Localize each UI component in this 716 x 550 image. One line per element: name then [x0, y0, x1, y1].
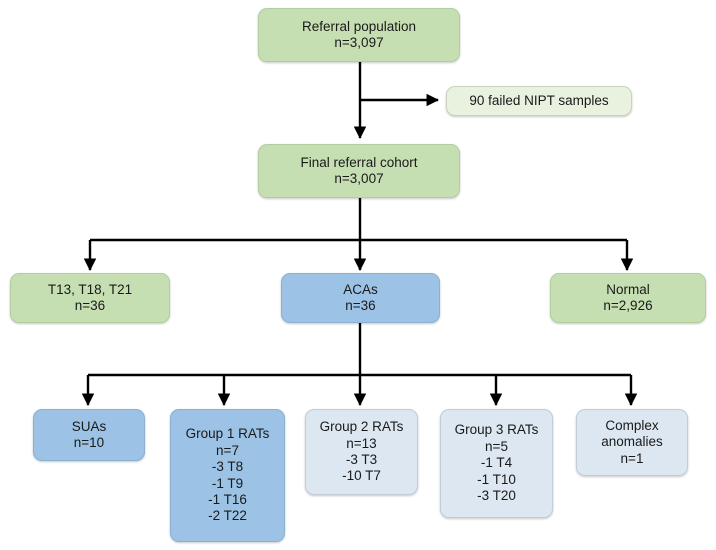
node-detail: -2 T22 [208, 508, 247, 524]
node-detail: -3 T8 [211, 459, 244, 475]
node-count: n=2,926 [603, 298, 653, 313]
node-title: Group 3 RATs [454, 422, 539, 438]
node-detail: -1 T10 [477, 471, 516, 487]
node-title: Group 1 RATs [185, 426, 270, 442]
node-title: Referral population [301, 18, 417, 34]
node-title2: anomalies [601, 434, 663, 450]
node-group2-rats[interactable]: Group 2 RATs n=13 -3 T3 -10 T7 [305, 409, 418, 495]
node-count: n=3,007 [334, 171, 384, 186]
node-suas[interactable]: SUAs n=10 [33, 409, 145, 461]
node-normal[interactable]: Normal n=2,926 [550, 273, 706, 323]
node-title: Final referral cohort [300, 154, 418, 170]
node-group1-rats[interactable]: Group 1 RATs n=7 -3 T8 -1 T9 -1 T16 -2 T… [170, 409, 285, 542]
node-detail: -3 T3 [345, 452, 378, 467]
node-acas[interactable]: ACAs n=36 [281, 273, 440, 323]
node-count: n=10 [73, 435, 105, 450]
node-count: n=3,097 [334, 35, 384, 50]
node-title: 90 failed NIPT samples [469, 92, 609, 108]
node-group3-rats[interactable]: Group 3 RATs n=5 -1 T4 -1 T10 -3 T20 [440, 409, 553, 518]
node-title: ACAs [343, 281, 378, 297]
node-title: Normal [606, 281, 650, 297]
node-referral-population[interactable]: Referral population n=3,097 [258, 8, 460, 62]
node-detail: -1 T4 [480, 455, 513, 471]
node-detail: -1 T9 [211, 475, 244, 491]
node-detail: -1 T16 [208, 491, 247, 507]
node-count: n=36 [74, 298, 106, 313]
node-detail: -3 T20 [477, 488, 516, 504]
node-count: n=1 [620, 450, 644, 466]
node-final-cohort[interactable]: Final referral cohort n=3,007 [258, 144, 460, 198]
node-complex-anomalies[interactable]: Complex anomalies n=1 [576, 409, 688, 476]
node-failed-samples[interactable]: 90 failed NIPT samples [446, 86, 632, 116]
node-title: SUAs [71, 418, 107, 434]
node-trisomies[interactable]: T13, T18, T21 n=36 [10, 273, 170, 323]
node-count: n=36 [345, 298, 376, 313]
node-title: Group 2 RATs [319, 419, 404, 435]
node-count: n=5 [485, 438, 508, 454]
node-detail: -10 T7 [342, 468, 381, 484]
node-count: n=13 [346, 435, 377, 451]
node-count: n=7 [216, 442, 239, 458]
node-title: T13, T18, T21 [47, 281, 133, 297]
node-title: Complex [605, 417, 659, 433]
